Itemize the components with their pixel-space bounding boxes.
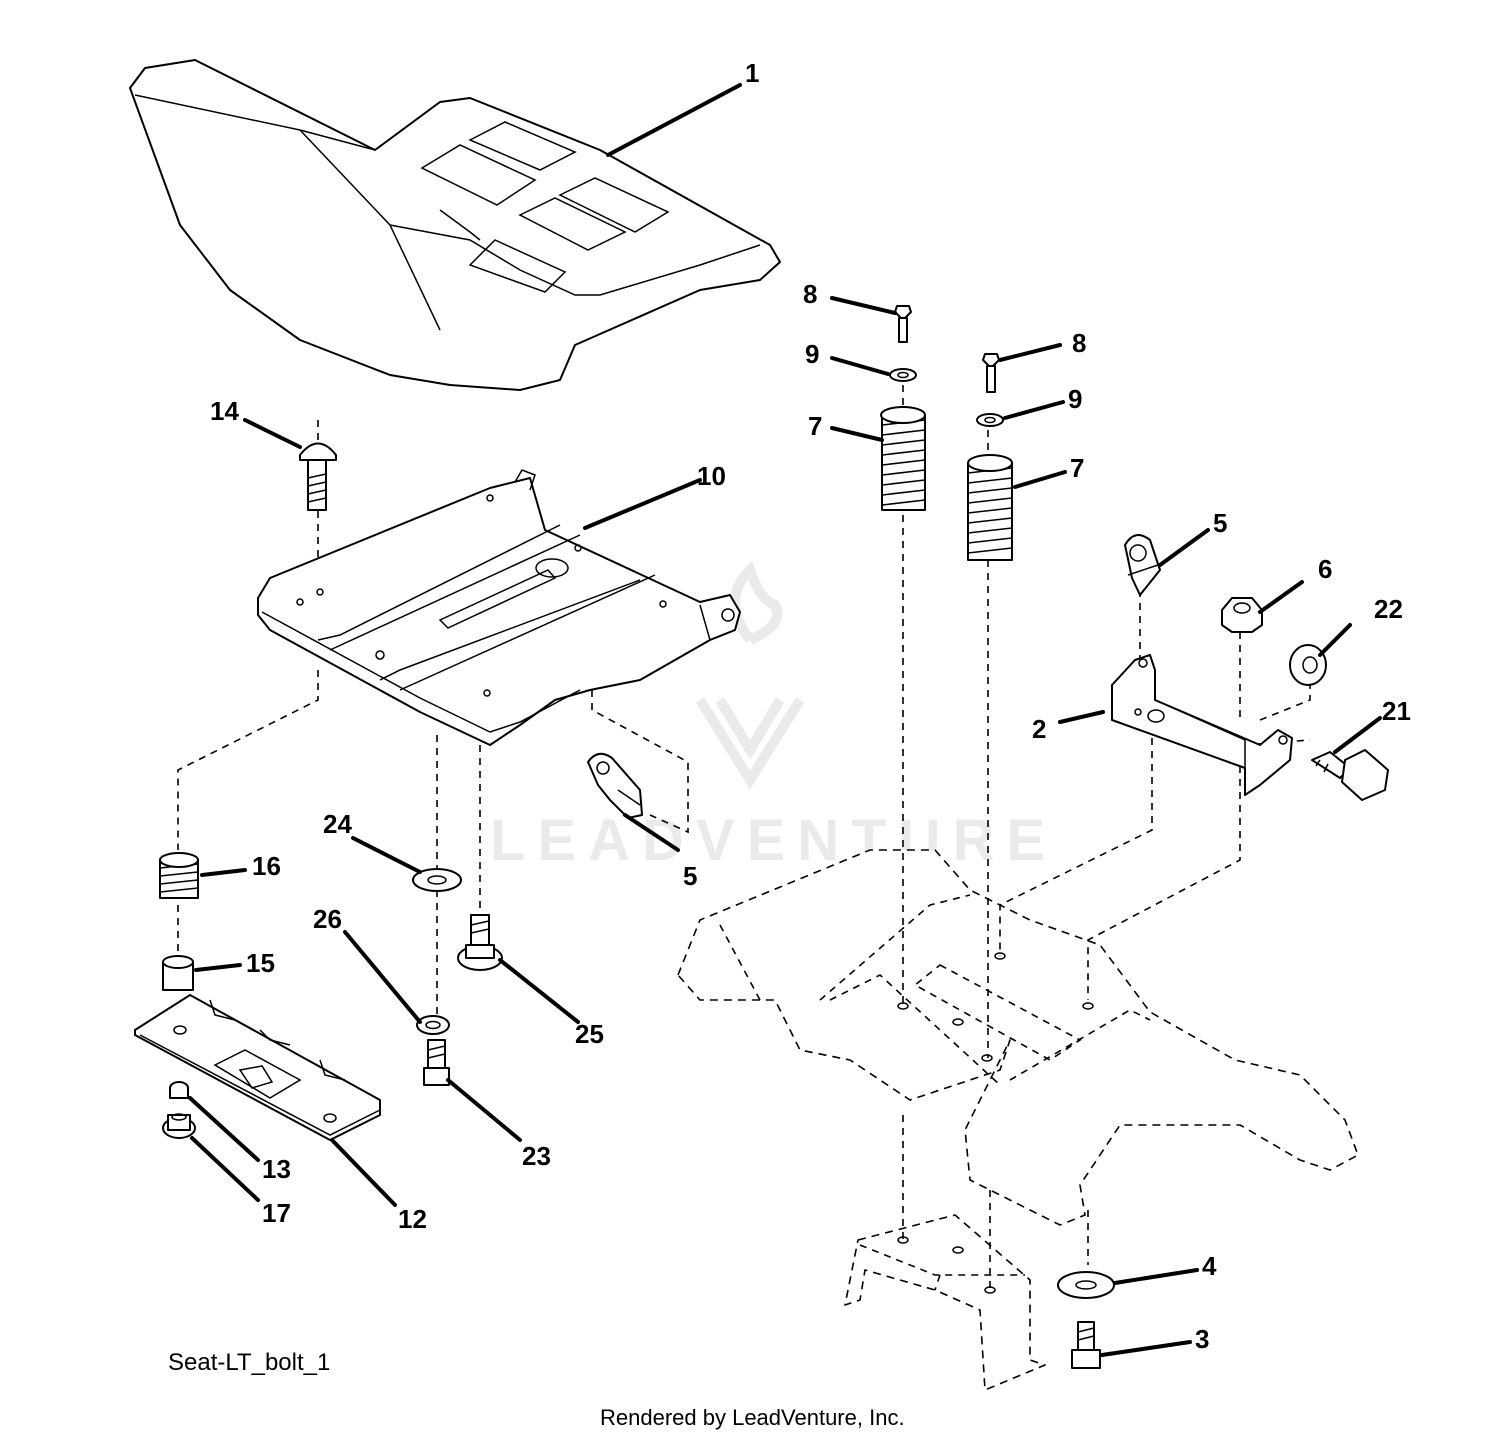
callout-13: 13 [262,1154,291,1184]
callout-17: 17 [262,1198,291,1228]
callout-26: 26 [313,904,342,934]
callout-14: 14 [210,396,239,426]
callout-6: 6 [1318,554,1332,584]
footer-credit: Rendered by LeadVenture, Inc. [600,1405,905,1430]
watermark-text: LEADVENTURE [490,808,1057,873]
callout-10: 10 [697,461,726,491]
nut [1221,597,1263,633]
callout-9-right: 9 [1068,384,1082,414]
watermark: LEADVENTURE [490,560,1057,873]
callout-8-left: 8 [803,279,817,309]
clip-lower [587,752,643,819]
flange-nut-lower [162,1113,196,1139]
callout-25: 25 [575,1019,604,1049]
flange-nut [1289,644,1327,686]
carriage-bolt [299,442,337,511]
mounting-plate [134,994,381,1141]
callout-21: 21 [1382,696,1411,726]
small-nut [169,1081,189,1099]
callout-7-right: 7 [1070,453,1084,483]
callout-8-right: 8 [1072,328,1086,358]
callouts: 1 2 3 4 5 5 6 7 7 8 8 9 9 10 12 13 14 15… [210,58,1411,1354]
callout-22: 22 [1374,594,1403,624]
washer-lower [1057,1271,1115,1299]
small-spring [159,852,199,899]
clip-upper [1124,534,1161,596]
diagram-caption: Seat-LT_bolt_1 [168,1349,330,1376]
shoulder-bolt [1311,749,1389,801]
leader-lines [188,83,1382,1357]
flange-bolt [457,914,503,971]
callout-2: 2 [1032,714,1046,744]
callout-23: 23 [522,1141,551,1171]
bracket [1111,654,1293,796]
callout-7-left: 7 [808,411,822,441]
callout-5-upper: 5 [1213,508,1227,538]
callout-5-lower: 5 [683,861,697,891]
spring-left [880,305,926,511]
seat [129,59,781,391]
lock-washer [416,1015,450,1035]
spring-right [967,353,1013,561]
callout-9-left: 9 [805,339,819,369]
frame-phantom [677,849,1359,1391]
flat-washer [412,868,462,892]
hex-bolt [423,1039,450,1086]
callout-24: 24 [323,809,352,839]
seat-pan [257,469,741,746]
callout-1: 1 [745,58,759,88]
bolt-lower [1071,1321,1101,1369]
callout-12: 12 [398,1204,427,1234]
callout-15: 15 [246,948,275,978]
callout-4: 4 [1202,1251,1217,1281]
callout-3: 3 [1195,1324,1209,1354]
spacer [162,955,194,991]
callout-16: 16 [252,851,281,881]
